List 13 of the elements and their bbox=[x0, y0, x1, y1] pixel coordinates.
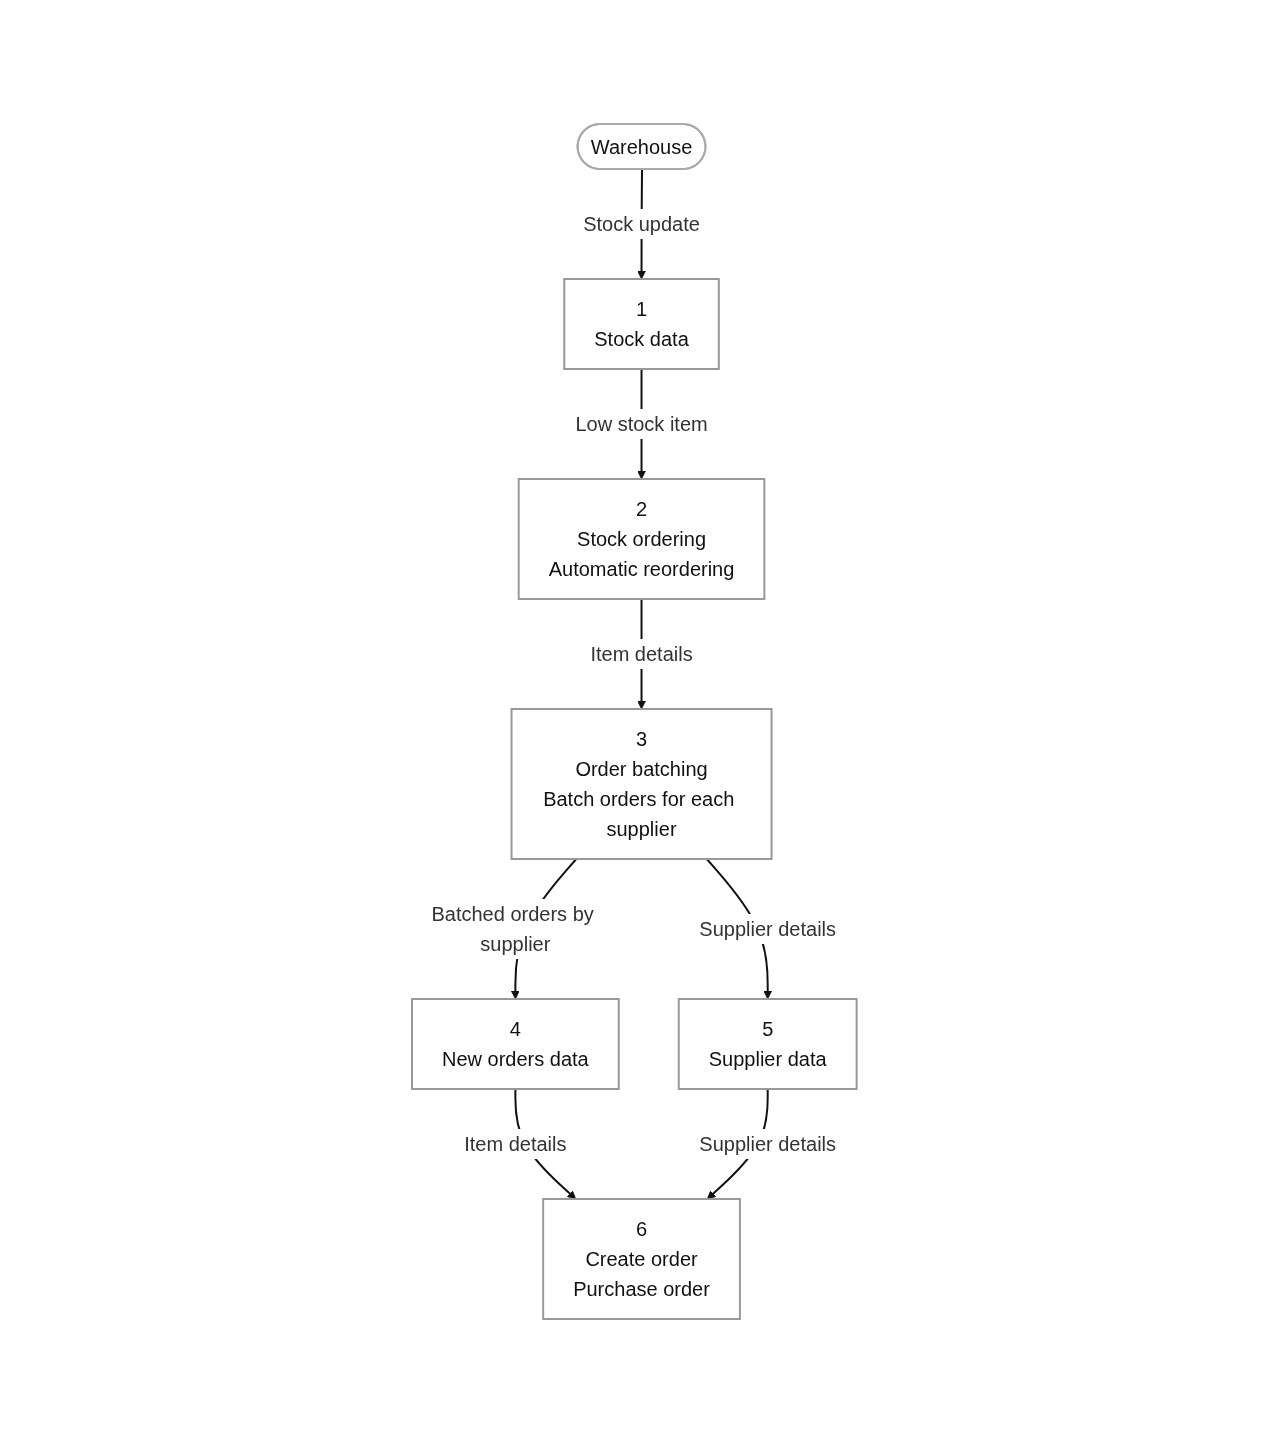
node-box: 2 Stock ordering Automatic reordering bbox=[517, 478, 766, 600]
edge-label: Item details bbox=[590, 643, 693, 665]
node-box: 3 Order batching Batch orders for each supplier bbox=[510, 708, 773, 860]
edge-label: Stock update bbox=[582, 213, 700, 235]
edge-label: Item details bbox=[463, 1133, 567, 1155]
node-box: 1 Stock data bbox=[562, 278, 720, 370]
node-box: 4 New orders data bbox=[410, 998, 620, 1090]
node-box: 6 Create order Purchase order bbox=[541, 1198, 741, 1320]
edge-label: Supplier details bbox=[699, 918, 836, 940]
node-box: 5 Supplier data bbox=[677, 998, 858, 1090]
edge-label: Supplier details bbox=[699, 1133, 836, 1155]
edge-label: Low stock item bbox=[575, 413, 708, 435]
edge-label: Batched orders by supplier bbox=[431, 903, 594, 955]
